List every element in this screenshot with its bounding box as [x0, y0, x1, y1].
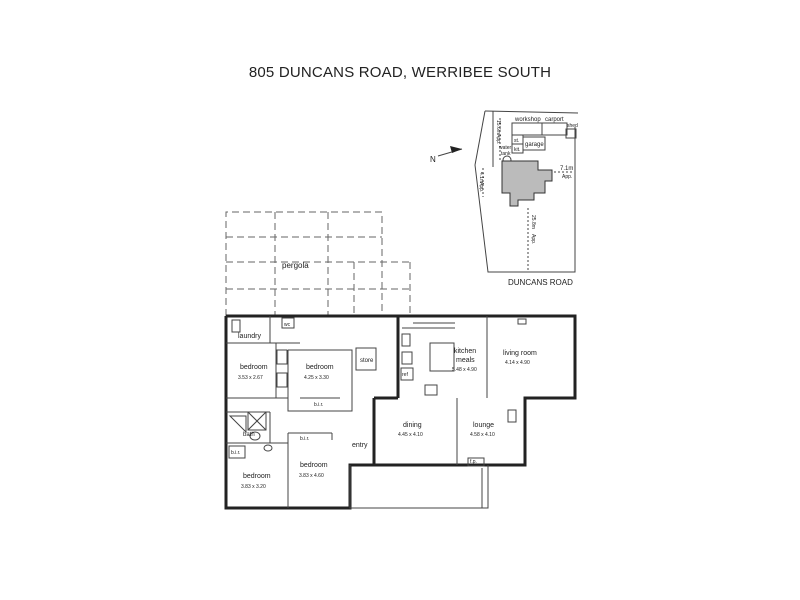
kit-label: kit.: [514, 147, 520, 153]
plan-title: 805 DUNCANS ROAD, WERRIBEE SOUTH: [248, 64, 552, 81]
laundry-label: laundry: [238, 333, 261, 340]
water-tank-label-2: tank: [501, 151, 511, 157]
shed-label: shed: [567, 123, 578, 129]
shed-building: [565, 128, 577, 139]
water-tank-label: water: [499, 145, 512, 151]
meals-label: meals: [456, 357, 475, 364]
site-boundary: [474, 127, 576, 273]
bedroom-sw-label: bedroom: [243, 473, 271, 480]
living-room-dims: 4.14 x 4.90: [505, 360, 530, 366]
garage-building: [522, 136, 546, 151]
bir-sw-label: b.i.r.: [231, 450, 240, 456]
bedroom-nw-dims: 3.53 x 2.67: [238, 375, 263, 381]
bedroom-s-dims: 3.83 x 4.60: [299, 473, 324, 479]
entry-label: entry: [352, 442, 368, 449]
kitchen-label: kitchen: [454, 348, 476, 355]
living-room-label: living room: [503, 350, 537, 357]
pergola-label: pergola: [282, 261, 309, 270]
north-label: N: [430, 155, 436, 164]
kitchen-dims: 5.48 x 4.90: [452, 367, 477, 373]
site-plan: N workshop carport shed st. kit. garage …: [430, 110, 578, 287]
lounge-label: lounge: [473, 422, 494, 429]
wc-label: wc: [284, 322, 291, 328]
bir-south-label: b.i.r.: [300, 436, 309, 442]
carport-label: carport: [545, 117, 564, 123]
workshop-building: [511, 122, 543, 136]
lounge-dims: 4.58 x 4.10: [470, 432, 495, 438]
dining-dims: 4.45 x 4.10: [398, 432, 423, 438]
bedroom-center-label: bedroom: [306, 364, 334, 371]
store-label: store: [360, 358, 374, 364]
bedroom-center-dims: 4.25 x 3.30: [304, 375, 329, 381]
bedroom-sw-dims: 3.83 x 3.20: [241, 484, 266, 490]
carport-structure: [541, 122, 568, 136]
st-label: st.: [514, 138, 519, 144]
bath-label: bath: [243, 432, 255, 438]
dim-long-label: 25.8m: [530, 215, 536, 229]
house-footprint: [501, 160, 553, 207]
garage-label: garage: [525, 142, 544, 148]
bedroom-nw-label: bedroom: [240, 364, 268, 371]
bir-center-label: b.i.r.: [314, 402, 323, 408]
house-walls: [224, 314, 577, 510]
dim-long-app-label: App.: [530, 234, 536, 244]
pergola-outline: pergola: [225, 211, 411, 316]
dim-left-label: 4.1m: [478, 172, 484, 183]
dim-top-label: 15.6m: [495, 120, 501, 134]
fp-label: f.p.: [470, 459, 477, 465]
workshop-label: workshop: [514, 117, 541, 123]
ref-label: ref: [402, 372, 408, 378]
dim-left-app-label: App.: [478, 182, 484, 192]
north-arrow-icon: N: [430, 146, 463, 164]
dim-top-app-label: App.: [495, 134, 501, 144]
road-label: DUNCANS ROAD: [508, 278, 573, 287]
dim-right-app-label: App.: [562, 174, 572, 180]
dining-label: dining: [403, 422, 422, 429]
dim-right-label: 7.1m: [560, 166, 573, 172]
room-labels: laundry wc bedroom 3.53 x 2.67 bedroom 4…: [231, 322, 537, 490]
bedroom-s-label: bedroom: [300, 462, 328, 469]
